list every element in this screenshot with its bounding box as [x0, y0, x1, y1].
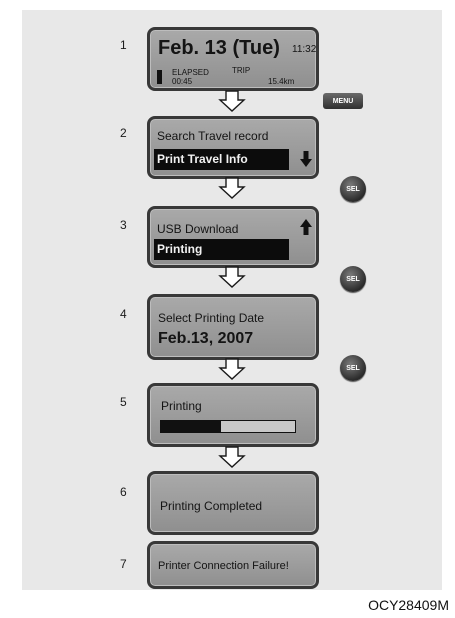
- display-screen-3: USB Download Printing: [147, 206, 319, 268]
- arrow-down-icon: [300, 151, 312, 167]
- figure-code: OCY28409M: [368, 597, 449, 613]
- date-value: Feb.13, 2007: [158, 330, 254, 347]
- sel-button[interactable]: SEL: [340, 176, 366, 202]
- sel-button[interactable]: SEL: [340, 266, 366, 292]
- display-screen-6: Printing Completed: [147, 471, 319, 535]
- step-number-7: 7: [120, 557, 127, 571]
- step-number-5: 5: [120, 395, 127, 409]
- trip-value: 15.4km: [268, 77, 295, 86]
- arrow-up-icon: [300, 219, 312, 235]
- error-text: Printer Connection Failure!: [158, 560, 289, 572]
- step-number-4: 4: [120, 307, 127, 321]
- down-arrow-icon: [218, 177, 246, 199]
- trip-label: TRIP: [232, 66, 251, 75]
- display-screen-5: Printing: [147, 383, 319, 447]
- down-arrow-icon: [218, 266, 246, 288]
- selected-menu-line: Print Travel Info: [154, 149, 289, 170]
- menu-button[interactable]: MENU: [323, 93, 363, 109]
- elapsed-value: 00:45: [172, 77, 193, 86]
- selected-menu-line: Printing: [154, 239, 289, 260]
- menu-line-1: Search Travel record: [157, 129, 269, 143]
- display-screen-1: Feb. 13 (Tue) 11:32 ELAPSED 00:45 TRIP 1…: [147, 27, 319, 91]
- down-arrow-icon: [218, 446, 246, 468]
- progress-fill: [161, 421, 222, 432]
- clock-text: 11:32: [292, 44, 317, 55]
- display-screen-2: Search Travel record Print Travel Info: [147, 116, 319, 179]
- display-screen-7: Printer Connection Failure!: [147, 541, 319, 589]
- down-arrow-icon: [218, 358, 246, 380]
- figure-panel: 1 Feb. 13 (Tue) 11:32 ELAPSED 00:45 TRIP…: [22, 10, 442, 590]
- prompt-text: Select Printing Date: [158, 311, 265, 325]
- progress-bar: [160, 420, 296, 433]
- menu-line-1: USB Download: [157, 222, 239, 236]
- step-number-3: 3: [120, 218, 127, 232]
- elapsed-label: ELAPSED: [172, 68, 209, 77]
- sel-button[interactable]: SEL: [340, 355, 366, 381]
- date-text: Feb. 13 (Tue): [158, 37, 280, 59]
- status-text: Printing: [161, 399, 202, 413]
- step-number-6: 6: [120, 485, 127, 499]
- fuel-gauge-bar: [157, 70, 162, 84]
- display-screen-4: Select Printing Date Feb.13, 2007: [147, 294, 319, 360]
- step-number-1: 1: [120, 38, 127, 52]
- down-arrow-icon: [218, 90, 246, 112]
- step-number-2: 2: [120, 126, 127, 140]
- status-text: Printing Completed: [160, 499, 263, 513]
